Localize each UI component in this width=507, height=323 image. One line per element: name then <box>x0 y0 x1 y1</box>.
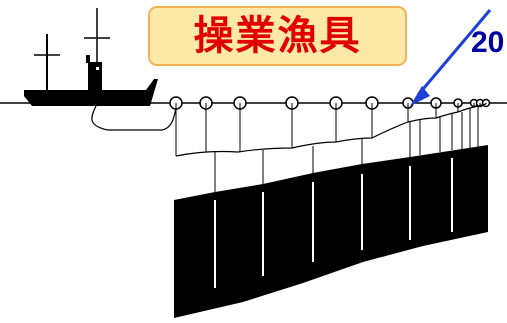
float-line-group <box>175 103 487 192</box>
gear-label-text: 操業漁具 <box>193 13 362 59</box>
gear-label-box: 操業漁具 <box>148 6 407 66</box>
net-stripe-group <box>214 158 453 288</box>
net-body <box>174 145 488 318</box>
fishing-boat-icon <box>24 8 158 106</box>
number-label: 20 <box>471 26 505 59</box>
tow-rope <box>91 105 177 131</box>
arrow-icon <box>410 9 492 106</box>
